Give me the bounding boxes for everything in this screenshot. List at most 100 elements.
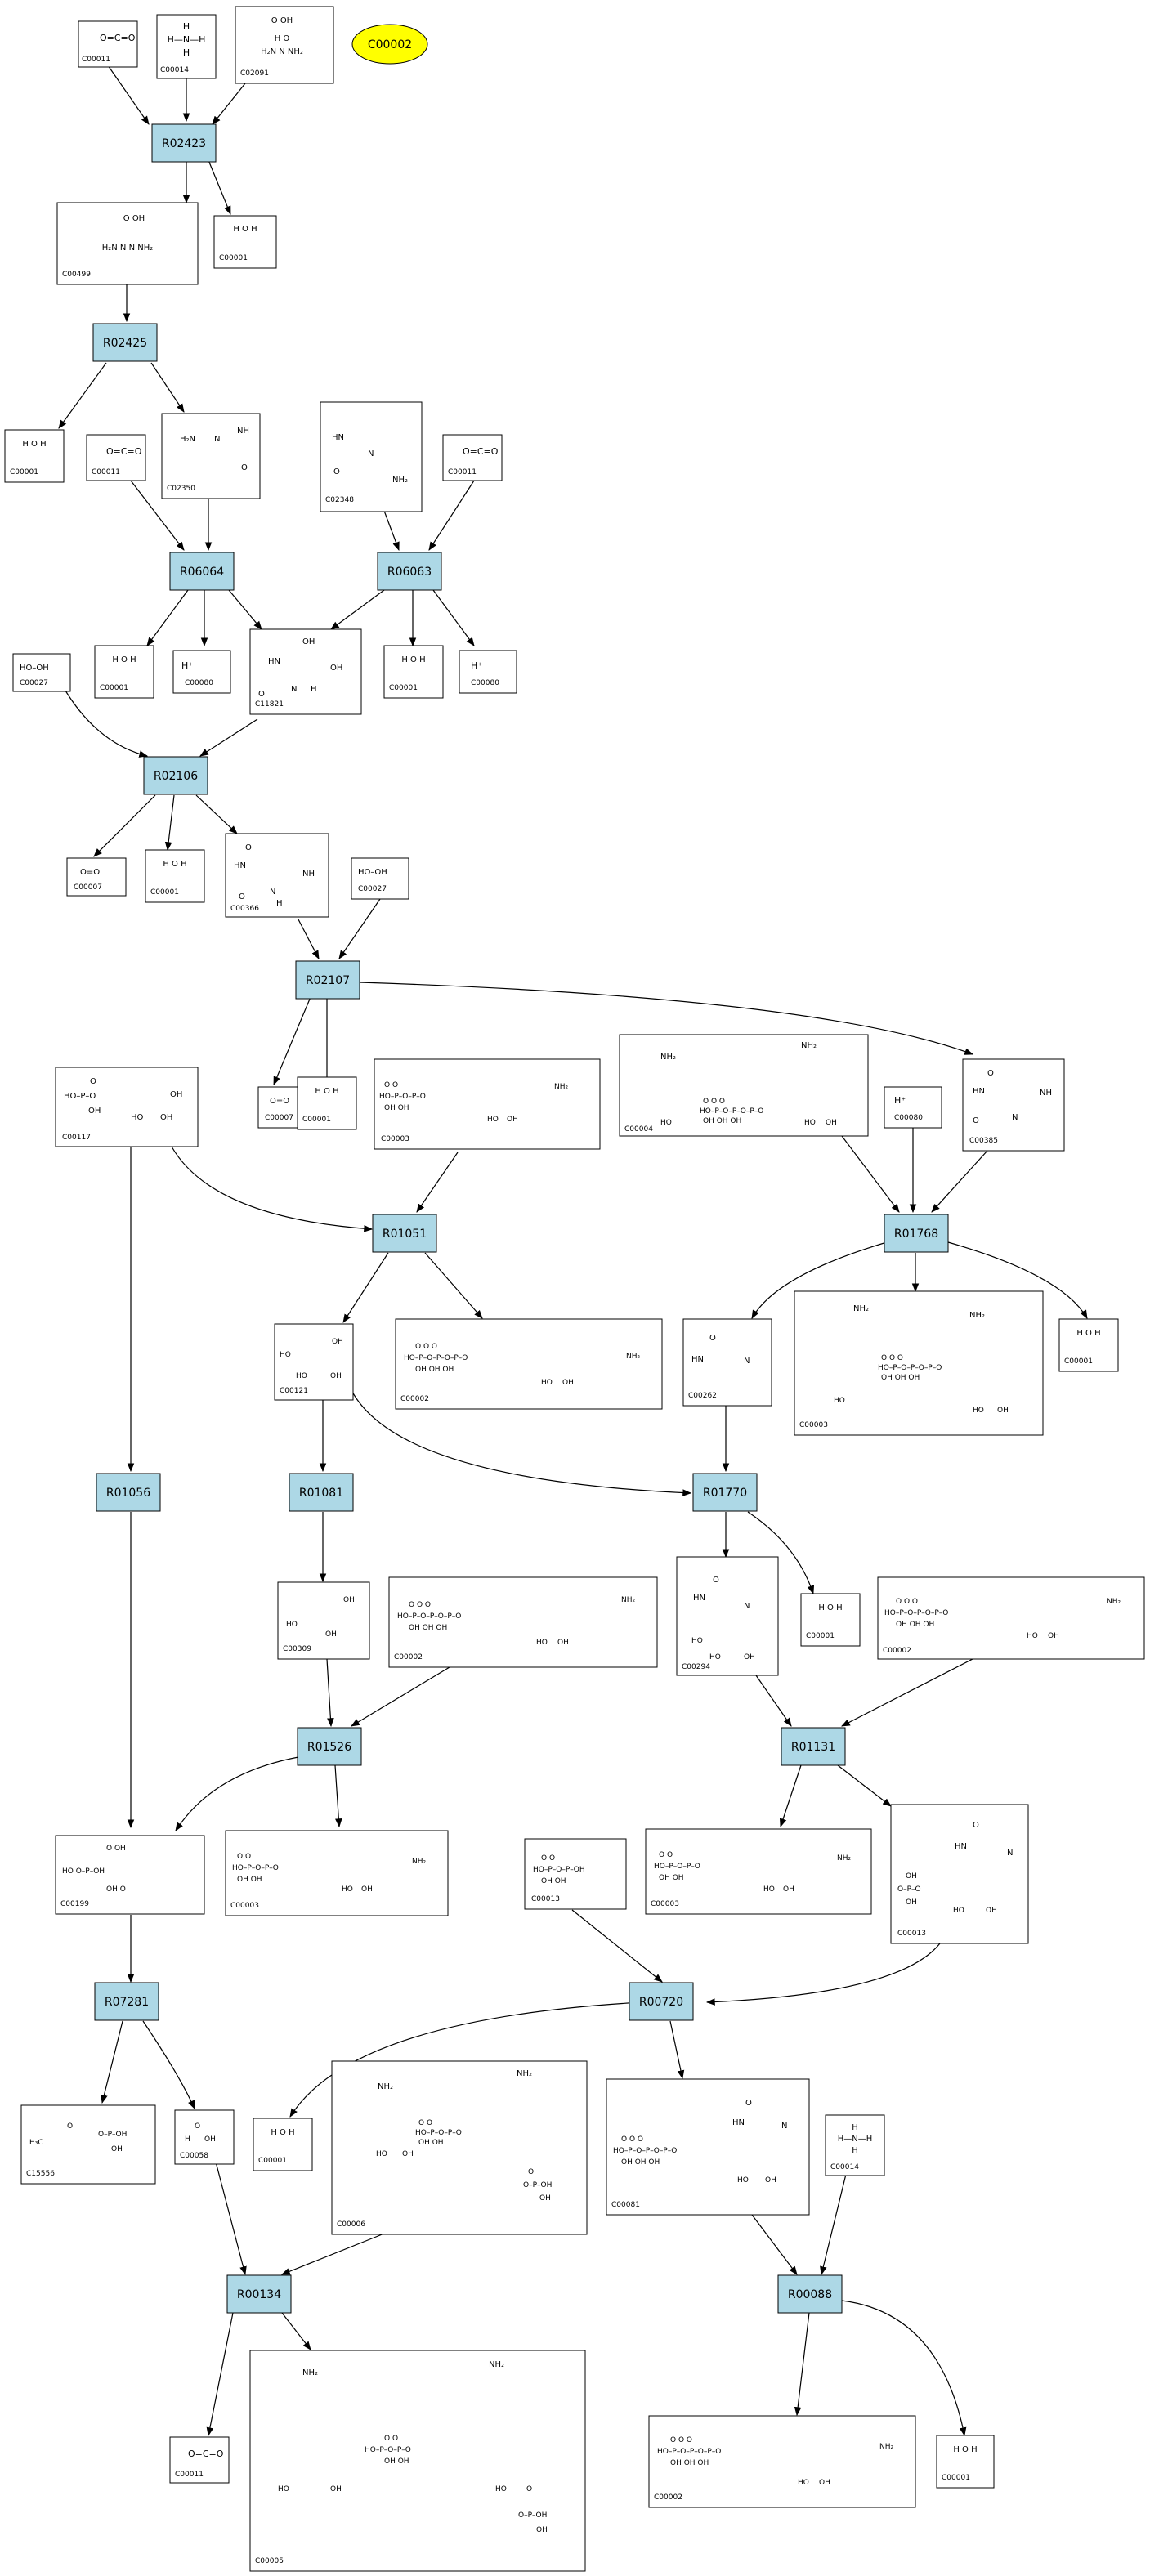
compound-box-c00001[interactable]: H O H C00001 <box>800 1593 861 1647</box>
reaction-label: R01131 <box>791 1741 835 1754</box>
structure-text: O O <box>237 1853 251 1861</box>
compound-box-c00002[interactable]: O O O HO–P–O–P–O–P–O OH OH OH NH₂ HO OH … <box>395 1318 663 1410</box>
compound-box-c02350[interactable]: H₂N N NH O C02350 <box>161 413 261 499</box>
compound-id: C00005 <box>255 2557 284 2565</box>
compound-box-c00014[interactable]: H H—N—H H C00014 <box>156 14 217 79</box>
structure-text: HO <box>342 1885 353 1894</box>
compound-box-c00262[interactable]: O HN N C00262 <box>682 1318 772 1407</box>
structure-text: HO–P–O–P–O <box>379 1093 426 1101</box>
edge <box>794 2312 810 2417</box>
structure-text: O O <box>418 2119 432 2127</box>
reaction-node-r01131[interactable]: R01131 <box>781 1727 846 1766</box>
compound-box-c00006[interactable]: NH₂ NH₂ O O HO–P–O–P–O OH OH HO OH O O–P… <box>331 2060 588 2235</box>
structure-text: OH <box>557 1639 569 1647</box>
compound-box-c00001[interactable]: H O H C00001 <box>1058 1318 1119 1372</box>
structure-text: N <box>744 1357 750 1366</box>
compound-box-c00001[interactable]: H O H C00001 <box>213 215 277 269</box>
compound-box-c00309[interactable]: OH HO OH C00309 <box>277 1581 370 1660</box>
compound-box-c00003[interactable]: O O HO–P–O–P–O OH OH NH₂ HO OH C00003 <box>645 1828 872 1915</box>
compound-box-c00001[interactable]: H O H C00001 <box>383 645 444 699</box>
structure-text: N <box>270 888 275 897</box>
reaction-node-r02425[interactable]: R02425 <box>92 323 158 362</box>
reaction-node-r02423[interactable]: R02423 <box>151 123 217 163</box>
reaction-node-r06063[interactable]: R06063 <box>377 552 442 591</box>
compound-box-c00002[interactable]: O O O HO–P–O–P–O–P–O OH OH OH NH₂ HO OH … <box>388 1576 658 1668</box>
compound-box-c00001[interactable]: H O H C00001 <box>936 2435 995 2489</box>
highlight-node[interactable]: C00002 <box>351 24 428 65</box>
reaction-node-r01768[interactable]: R01768 <box>884 1214 949 1253</box>
structure-text: N <box>291 685 297 694</box>
reaction-node-r01526[interactable]: R01526 <box>297 1727 362 1766</box>
compound-box-c00011[interactable]: O=C=O C00011 <box>442 434 503 481</box>
compound-box-c00002[interactable]: O O O HO–P–O–P–O–P–O OH OH OH NH₂ HO OH … <box>648 2415 916 2508</box>
structure-text: O O <box>384 1081 398 1089</box>
compound-box-c00027[interactable]: HO–OH C00027 <box>12 653 71 692</box>
compound-box-c00011[interactable]: O=C=O C00011 <box>78 20 138 68</box>
compound-box-c00294[interactable]: O HN N HO HO OH C00294 <box>676 1556 779 1676</box>
compound-box-c02091[interactable]: O OH H O H₂N N NH₂ C02091 <box>235 6 334 84</box>
compound-box-c00002[interactable]: O O O HO–P–O–P–O–P–O OH OH OH NH₂ HO OH … <box>877 1576 1145 1660</box>
compound-box-c00130[interactable]: O HN N OH O–P–O OH HO OH C00013 <box>890 1804 1029 1944</box>
reaction-node-r01081[interactable]: R01081 <box>289 1473 354 1512</box>
compound-box-c00027[interactable]: HO–OH C00027 <box>351 857 409 900</box>
edge <box>705 1943 941 2006</box>
compound-box-c00080[interactable]: H⁺ C00080 <box>884 1086 942 1129</box>
reaction-node-r01056[interactable]: R01056 <box>96 1473 161 1512</box>
compound-box-c00004[interactable]: NH₂ NH₂ O O O HO–P–O–P–O–P–O OH OH OH HO… <box>619 1034 869 1137</box>
compound-box-c00121[interactable]: HO OH HO OH C00121 <box>274 1323 354 1401</box>
reaction-label: R01768 <box>894 1228 938 1241</box>
edge <box>841 1135 900 1213</box>
compound-id: C00001 <box>150 888 179 897</box>
compound-box-c15556[interactable]: O H₃C O–P–OH OH C15556 <box>20 2104 156 2185</box>
compound-box-c00080[interactable]: H⁺ C00080 <box>172 650 231 694</box>
reaction-node-r02106[interactable]: R02106 <box>143 756 208 795</box>
structure-text: OH OH <box>237 1876 262 1884</box>
compound-box-c00007[interactable]: O=O C00007 <box>66 857 127 897</box>
compound-box-c00003[interactable]: O O HO–P–O–P–O OH OH NH₂ HO OH C00003 <box>374 1058 601 1150</box>
compound-box-c00001[interactable]: H O H C00001 <box>297 1076 357 1130</box>
reaction-node-r00088[interactable]: R00088 <box>777 2274 843 2314</box>
compound-box-c00011[interactable]: O=C=O C00011 <box>169 2436 230 2484</box>
compound-box-c00499[interactable]: O OH H₂N N N NH₂ C00499 <box>56 202 199 285</box>
reaction-node-r06064[interactable]: R06064 <box>169 552 235 591</box>
structure-text: NH₂ <box>554 1083 569 1091</box>
structure-text: OH <box>1048 1632 1059 1640</box>
structure-text: O <box>195 2122 200 2131</box>
compound-box-c00003[interactable]: O O HO–P–O–P–O OH OH NH₂ HO OH C00003 <box>225 1830 449 1916</box>
compound-box-c00003[interactable]: NH₂ NH₂ O O O HO–P–O–P–O–P–O OH OH OH HO… <box>794 1290 1044 1436</box>
compound-box-c00080[interactable]: H⁺ C00080 <box>459 650 517 694</box>
structure-text: H O H <box>818 1603 842 1612</box>
structure-text: O–P–OH <box>523 2181 552 2189</box>
compound-box-c00001[interactable]: H O H C00001 <box>253 2118 313 2171</box>
compound-box-c00014[interactable]: H H—N—H H C00014 <box>825 2114 885 2176</box>
compound-box-c00117[interactable]: O HO–P–O OH OH HO OH C00117 <box>55 1067 199 1147</box>
reaction-node-r01770[interactable]: R01770 <box>692 1473 758 1512</box>
compound-box-c00013[interactable]: O O HO–P–O–P–OH OH OH C00013 <box>524 1838 627 1910</box>
compound-id: C00080 <box>471 679 499 687</box>
structure-text: HO–OH <box>20 664 49 673</box>
compound-id: C00001 <box>10 468 38 476</box>
compound-box-c00385[interactable]: O HN NH O N C00385 <box>962 1058 1065 1152</box>
reaction-node-r01051[interactable]: R01051 <box>372 1214 437 1253</box>
structure-text: NH₂ <box>517 2069 532 2078</box>
structure-text: H O H <box>112 655 136 664</box>
reaction-box <box>781 1727 846 1766</box>
compound-id: C00001 <box>389 684 418 692</box>
compound-box-c00001[interactable]: H O H C00001 <box>4 429 65 483</box>
compound-box-c02348[interactable]: HN N NH₂ O C02348 <box>320 401 423 512</box>
compound-box-c00011[interactable]: O=C=O C00011 <box>86 434 146 481</box>
compound-box-c11821[interactable]: OH HN OH O N H C11821 <box>249 628 362 715</box>
compound-box-c00001[interactable]: H O H C00001 <box>145 849 205 903</box>
compound-box-c00199[interactable]: O OH HO O–P–OH OH O C00199 <box>55 1835 205 1915</box>
compound-box-c00366[interactable]: O HN NH O N H C00366 <box>225 833 329 918</box>
reaction-node-r07281[interactable]: R07281 <box>94 1982 159 2021</box>
edge <box>751 1241 888 1319</box>
reaction-node-r00134[interactable]: R00134 <box>226 2274 292 2314</box>
compound-box-c00005[interactable]: NH₂ NH₂ O O HO–P–O–P–O OH OH HO OH HO O … <box>249 2350 586 2572</box>
reaction-node-r02107[interactable]: R02107 <box>295 960 360 1000</box>
compound-box-c00001[interactable]: H O H C00001 <box>94 645 154 699</box>
compound-box-c00081[interactable]: O HN N O O O HO–P–O–P–O–P–O OH OH OH HO … <box>606 2078 810 2216</box>
compound-box-c00058[interactable]: O H OH C00058 <box>174 2109 235 2165</box>
reaction-node-r00720[interactable]: R00720 <box>629 1982 694 2021</box>
compound-id: C00007 <box>265 1114 293 1122</box>
